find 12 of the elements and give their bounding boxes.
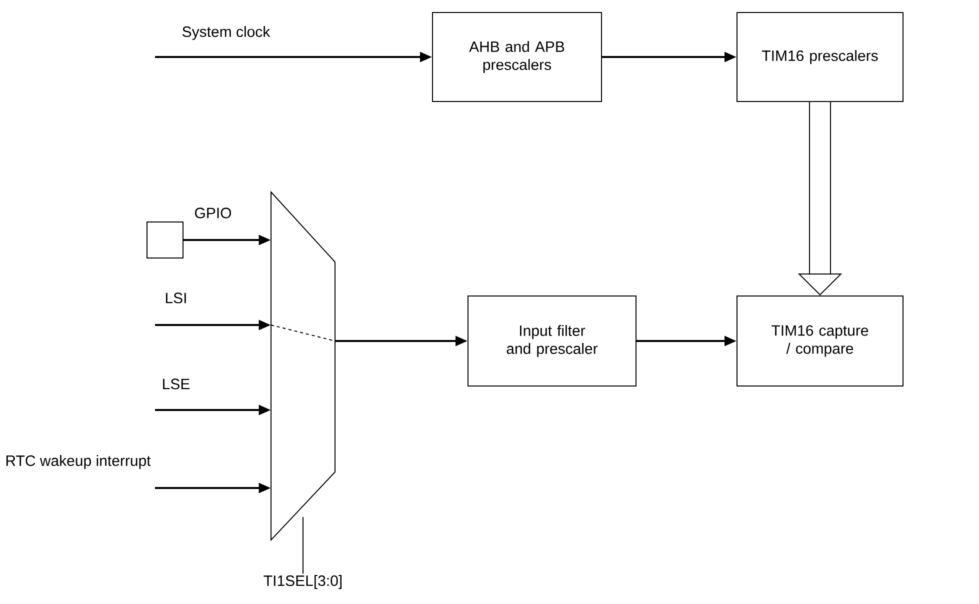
edge-label: LSE: [163, 378, 190, 390]
process-box: TIM16 capture / compare: [736, 296, 904, 386]
signal-label: TI1SEL[3:0]: [264, 575, 342, 589]
pin-square: [146, 222, 184, 258]
process-box: TIM16 prescalers: [736, 12, 904, 102]
edge-label: LSI: [166, 292, 186, 304]
edge-label: RTC wakeup interrupt: [6, 455, 151, 469]
process-box: Input filter and prescaler: [468, 296, 636, 386]
process-box: AHB and APB prescalers: [432, 12, 602, 102]
edge-label: GPIO: [195, 208, 232, 218]
select-line: [302, 516, 304, 574]
edge-label: System clock: [182, 26, 270, 40]
